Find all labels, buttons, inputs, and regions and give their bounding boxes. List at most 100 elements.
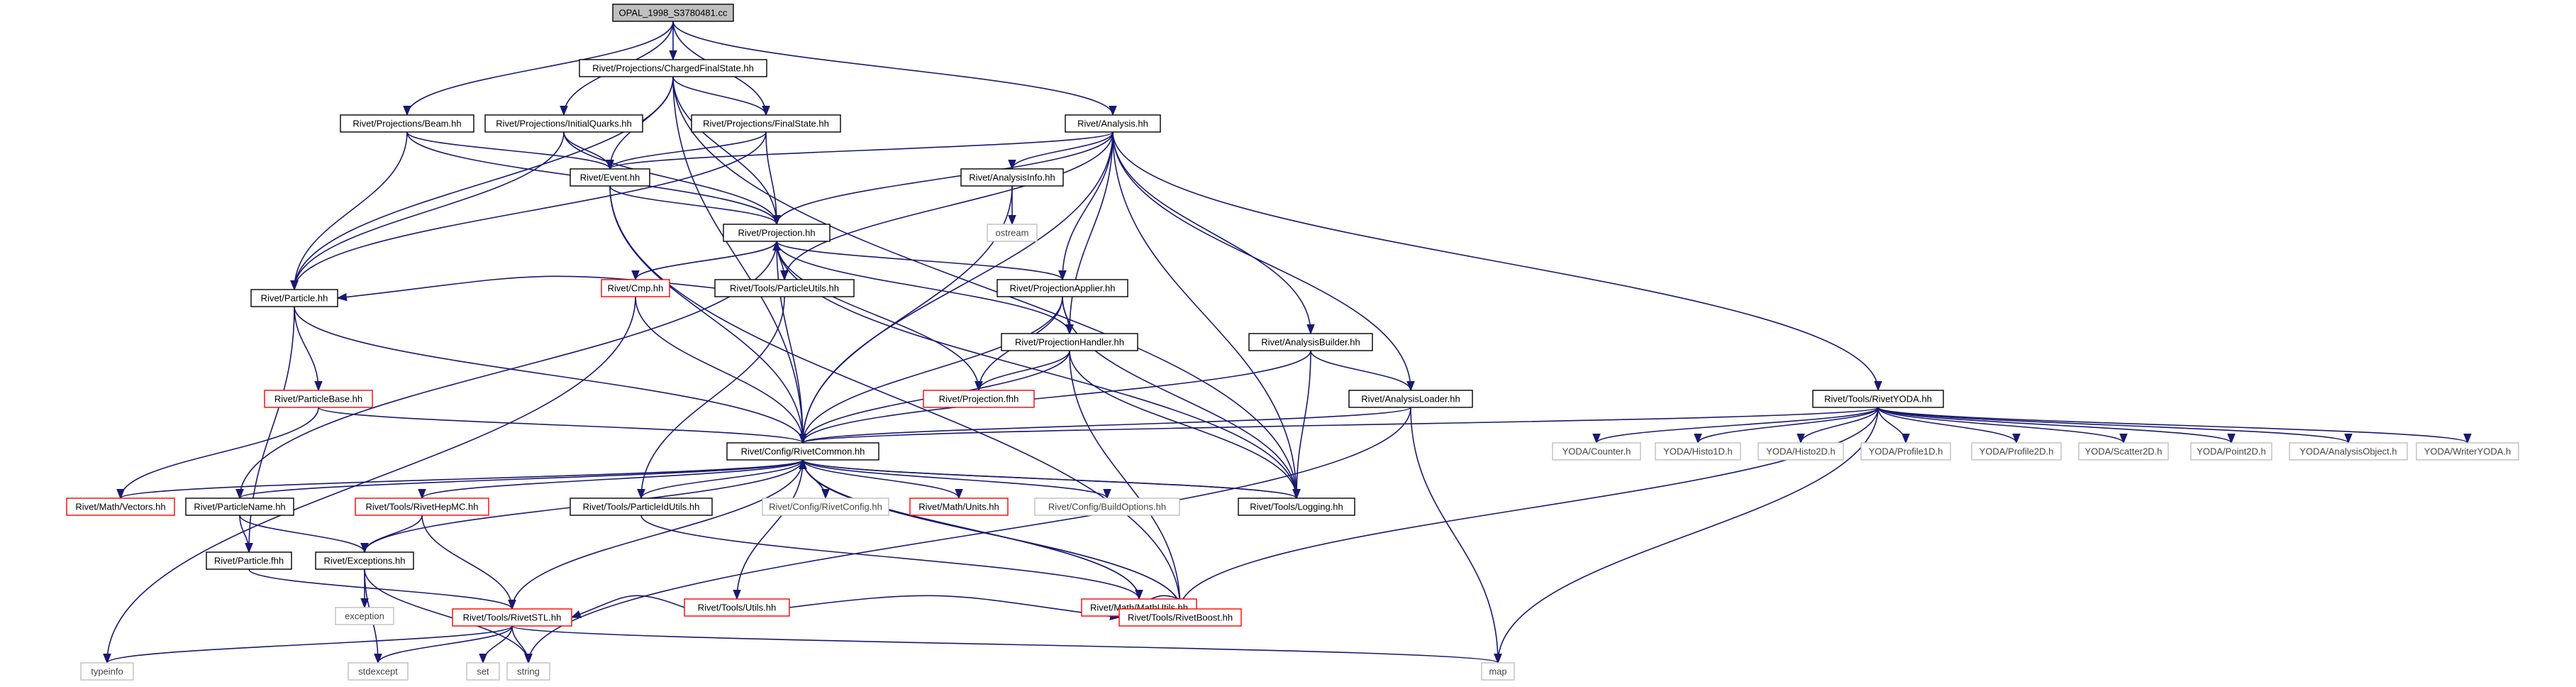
node-box [348, 662, 409, 681]
node-label: YODA/Profile1D.h [1869, 446, 1943, 457]
node-yao: YODA/AnalysisObject.h [2289, 442, 2408, 461]
node-ryoda[interactable]: Rivet/Tools/RivetYODA.hh [1812, 390, 1944, 408]
edge-event-to-rboost [609, 185, 1184, 610]
edge-projection-to-papplier [776, 241, 1067, 281]
node-label: YODA/Counter.h [1562, 446, 1631, 457]
node-pbase[interactable]: Rivet/ParticleBase.hh [264, 390, 373, 408]
edge-iq-to-particle [290, 131, 565, 291]
edge-rcommon-to-rstl [508, 459, 804, 610]
node-phandler[interactable]: Rivet/ProjectionHandler.hh [1001, 333, 1138, 351]
node-hepmc[interactable]: Rivet/Tools/RivetHepMC.hh [355, 498, 489, 516]
node-box [1758, 442, 1844, 461]
node-box [987, 224, 1038, 242]
node-event[interactable]: Rivet/Event.hh [570, 168, 650, 187]
dependency-nodes: OPAL_1998_S3780481.ccRivet/Projections/C… [66, 4, 2519, 681]
node-label: string [517, 666, 540, 677]
edge-ryoda-to-ywriter [1877, 407, 2472, 444]
node-logging[interactable]: Rivet/Tools/Logging.hh [1238, 498, 1355, 516]
edge-rboost-to-rcommon [799, 458, 1181, 610]
edge-analysis-to-phandler [1065, 131, 1114, 335]
edge-rstl-to-string [511, 625, 533, 664]
node-root[interactable]: OPAL_1998_S3780481.cc [612, 4, 734, 22]
node-pname[interactable]: Rivet/ParticleName.hh [185, 498, 294, 516]
node-label: YODA/Point2D.h [2197, 446, 2266, 457]
node-box [1655, 442, 1741, 461]
edge-iq-to-projection [563, 131, 781, 226]
node-utils[interactable]: Rivet/Tools/Utils.hh [684, 598, 790, 617]
edge-analysis-to-papplier [1058, 131, 1114, 281]
node-box [1001, 333, 1138, 351]
node-box [723, 224, 831, 242]
node-box [726, 442, 879, 461]
node-box [570, 168, 650, 187]
node-label: Rivet/Tools/RivetYODA.hh [1824, 394, 1932, 405]
edge-hepmc-to-except [360, 515, 423, 554]
node-label: Rivet/Config/BuildOptions.hh [1048, 502, 1166, 512]
edge-pbase-to-vectors [116, 407, 319, 500]
node-tpidu[interactable]: Rivet/Tools/ParticleIdUtils.hh [570, 498, 713, 516]
node-label: Rivet/Exceptions.hh [324, 556, 406, 566]
node-label: Rivet/Config/RivetConfig.hh [769, 502, 882, 512]
node-box [601, 279, 670, 297]
node-label: Rivet/Math/Vectors.hh [75, 502, 165, 512]
node-cmp[interactable]: Rivet/Cmp.hh [601, 279, 670, 297]
edge-fs-to-event [606, 131, 767, 170]
node-box [206, 551, 292, 570]
node-label: Rivet/Tools/Utils.hh [698, 603, 777, 613]
node-particle[interactable]: Rivet/Particle.hh [250, 289, 338, 307]
node-vectors[interactable]: Rivet/Math/Vectors.hh [66, 498, 175, 516]
node-box [506, 662, 550, 681]
node-box [2289, 442, 2408, 461]
node-box [2416, 442, 2519, 461]
node-label: Rivet/AnalysisBuilder.hh [1261, 337, 1360, 348]
node-ainfo[interactable]: Rivet/AnalysisInfo.hh [960, 168, 1064, 187]
node-yh1: YODA/Histo1D.h [1655, 442, 1741, 461]
node-pfhhp[interactable]: Rivet/Particle.fhh [206, 551, 292, 570]
edge-cfs-to-logging [672, 76, 1301, 500]
edge-utils-to-rstl [570, 595, 685, 618]
edge-logging-to-rcommon [799, 458, 1297, 499]
edge-beam-to-particle [290, 131, 408, 291]
edge-papplier-to-rcommon [799, 296, 1063, 444]
node-map: map [1481, 662, 1515, 681]
node-label: ostream [996, 228, 1029, 238]
edge-abuilder-to-rcommon [799, 350, 1311, 444]
node-box [1034, 498, 1180, 516]
node-label: set [477, 666, 489, 677]
edge-pfhhp-to-rstl [248, 568, 516, 610]
edge-beam-to-event [406, 131, 614, 170]
edge-fs-to-particle [290, 131, 767, 291]
node-fs[interactable]: Rivet/Projections/FinalState.hh [691, 114, 841, 133]
node-iq[interactable]: Rivet/Projections/InitialQuarks.hh [484, 114, 643, 133]
node-rboost[interactable]: Rivet/Tools/RivetBoost.hh [1118, 608, 1242, 627]
edge-ryoda-to-rcommon [799, 407, 1879, 444]
node-aloader[interactable]: Rivet/AnalysisLoader.hh [1348, 390, 1473, 408]
node-label: stdexcept [358, 666, 398, 677]
edge-phandler-to-pfhh [975, 350, 1070, 392]
node-label: Rivet/ParticleBase.hh [274, 394, 362, 405]
node-pfhh[interactable]: Rivet/Projection.fhh [923, 390, 1035, 408]
node-box [66, 498, 175, 516]
node-cfs[interactable]: Rivet/Projections/ChargedFinalState.hh [579, 59, 767, 77]
node-label: YODA/WriterYODA.h [2424, 446, 2511, 457]
edge-abuilder-to-aloader [1310, 350, 1415, 392]
node-label: YODA/AnalysisObject.h [2299, 446, 2397, 457]
node-rstl[interactable]: Rivet/Tools/RivetSTL.hh [452, 608, 572, 627]
node-units[interactable]: Rivet/Math/Units.hh [909, 498, 1009, 516]
node-box [1118, 608, 1242, 627]
node-label: Rivet/Tools/RivetBoost.hh [1128, 612, 1233, 623]
node-box [2078, 442, 2169, 461]
node-except[interactable]: Rivet/Exceptions.hh [315, 551, 414, 570]
node-ys2: YODA/Scatter2D.h [2078, 442, 2169, 461]
node-analysis[interactable]: Rivet/Analysis.hh [1065, 114, 1161, 133]
edge-ryoda-to-yp1 [1877, 407, 1910, 444]
edge-ryoda-to-map [1494, 407, 1879, 664]
node-rcommon[interactable]: Rivet/Config/RivetCommon.hh [726, 442, 879, 461]
node-abuilder[interactable]: Rivet/AnalysisBuilder.hh [1248, 333, 1373, 351]
edge-cfs-to-rcommon [672, 76, 807, 444]
node-beam[interactable]: Rivet/Projections/Beam.hh [340, 114, 474, 133]
node-papplier[interactable]: Rivet/ProjectionApplier.hh [996, 279, 1128, 297]
node-ywriter: YODA/WriterYODA.h [2416, 442, 2519, 461]
node-projection[interactable]: Rivet/Projection.hh [723, 224, 831, 242]
node-tpu[interactable]: Rivet/Tools/ParticleUtils.hh [714, 279, 855, 297]
